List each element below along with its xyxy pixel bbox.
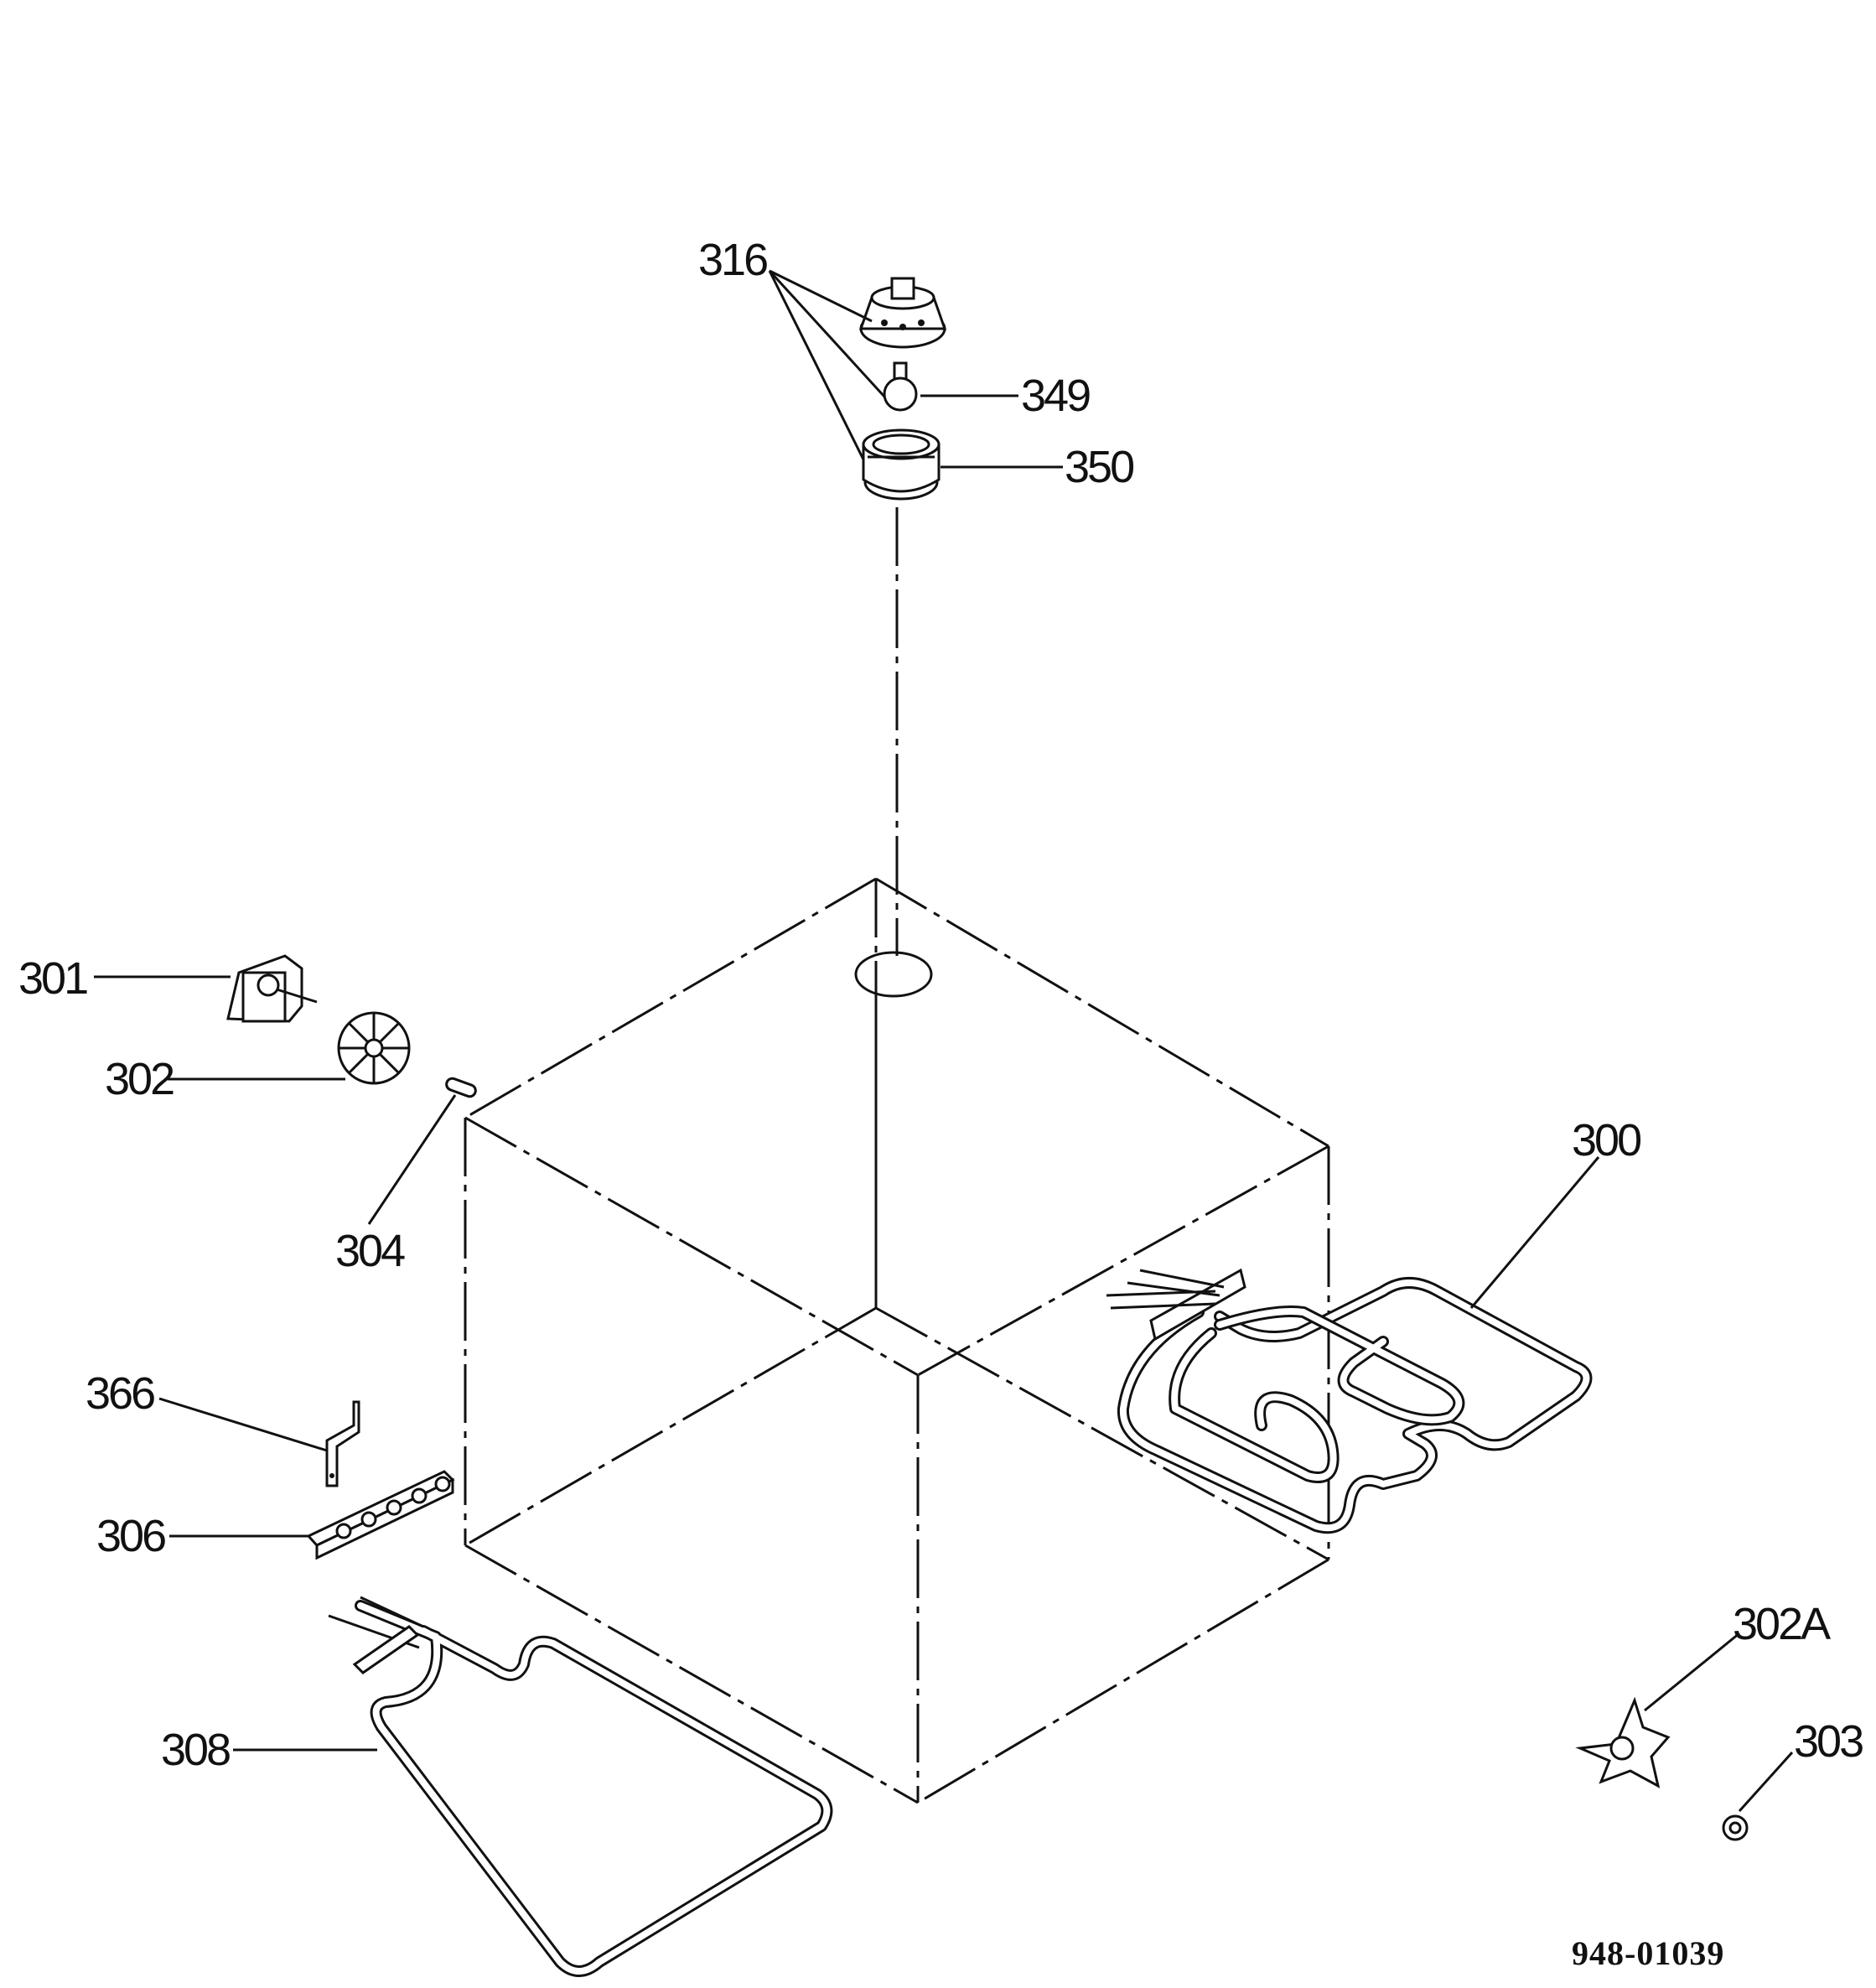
- callout-label-350: 350: [1065, 442, 1133, 492]
- nut-part: [1722, 1814, 1749, 1841]
- grill-heating-element-part: [1106, 1268, 1593, 1534]
- callout-366-leader: [158, 1397, 328, 1452]
- callout-label-308: 308: [161, 1725, 230, 1775]
- callout-316-leader-c: [768, 270, 865, 460]
- callout-label-316: 316: [698, 235, 767, 285]
- lamp-holder-part: [862, 428, 941, 501]
- oven-cavity-box: [464, 877, 1330, 1804]
- callout-316-leader-b: [768, 269, 886, 398]
- bracket-part: [325, 1400, 360, 1487]
- callout-label-304: 304: [335, 1226, 405, 1276]
- lower-heating-element-part: [328, 1596, 833, 1977]
- fan-motor-part: [226, 954, 318, 1023]
- callout-label-302: 302: [105, 1054, 174, 1104]
- lamp-opening: [854, 951, 933, 998]
- callout-label-349: 349: [1021, 371, 1090, 421]
- callout-303-leader: [1738, 1751, 1794, 1813]
- callout-316-leader-a: [769, 269, 873, 323]
- terminal-block-part: [306, 1470, 455, 1560]
- fan-impeller-part: [337, 1011, 411, 1085]
- lamp-cover-part: [858, 277, 947, 349]
- rear-fan-blade-part: [1575, 1696, 1671, 1788]
- callout-label-303: 303: [1794, 1716, 1863, 1767]
- callout-label-366: 366: [86, 1368, 154, 1419]
- lamp-bulb-part: [883, 361, 918, 412]
- callout-302A-leader: [1644, 1632, 1740, 1712]
- callout-label-306: 306: [96, 1511, 165, 1561]
- callout-label-300: 300: [1572, 1115, 1640, 1165]
- callout-label-301: 301: [18, 953, 87, 1004]
- callout-304-leader: [367, 1094, 457, 1225]
- shaft-pin-part: [445, 1077, 477, 1098]
- callout-300-leader: [1469, 1156, 1600, 1309]
- callout-label-302A: 302A: [1733, 1599, 1831, 1649]
- document-number: 948-01039: [1572, 1934, 1724, 1972]
